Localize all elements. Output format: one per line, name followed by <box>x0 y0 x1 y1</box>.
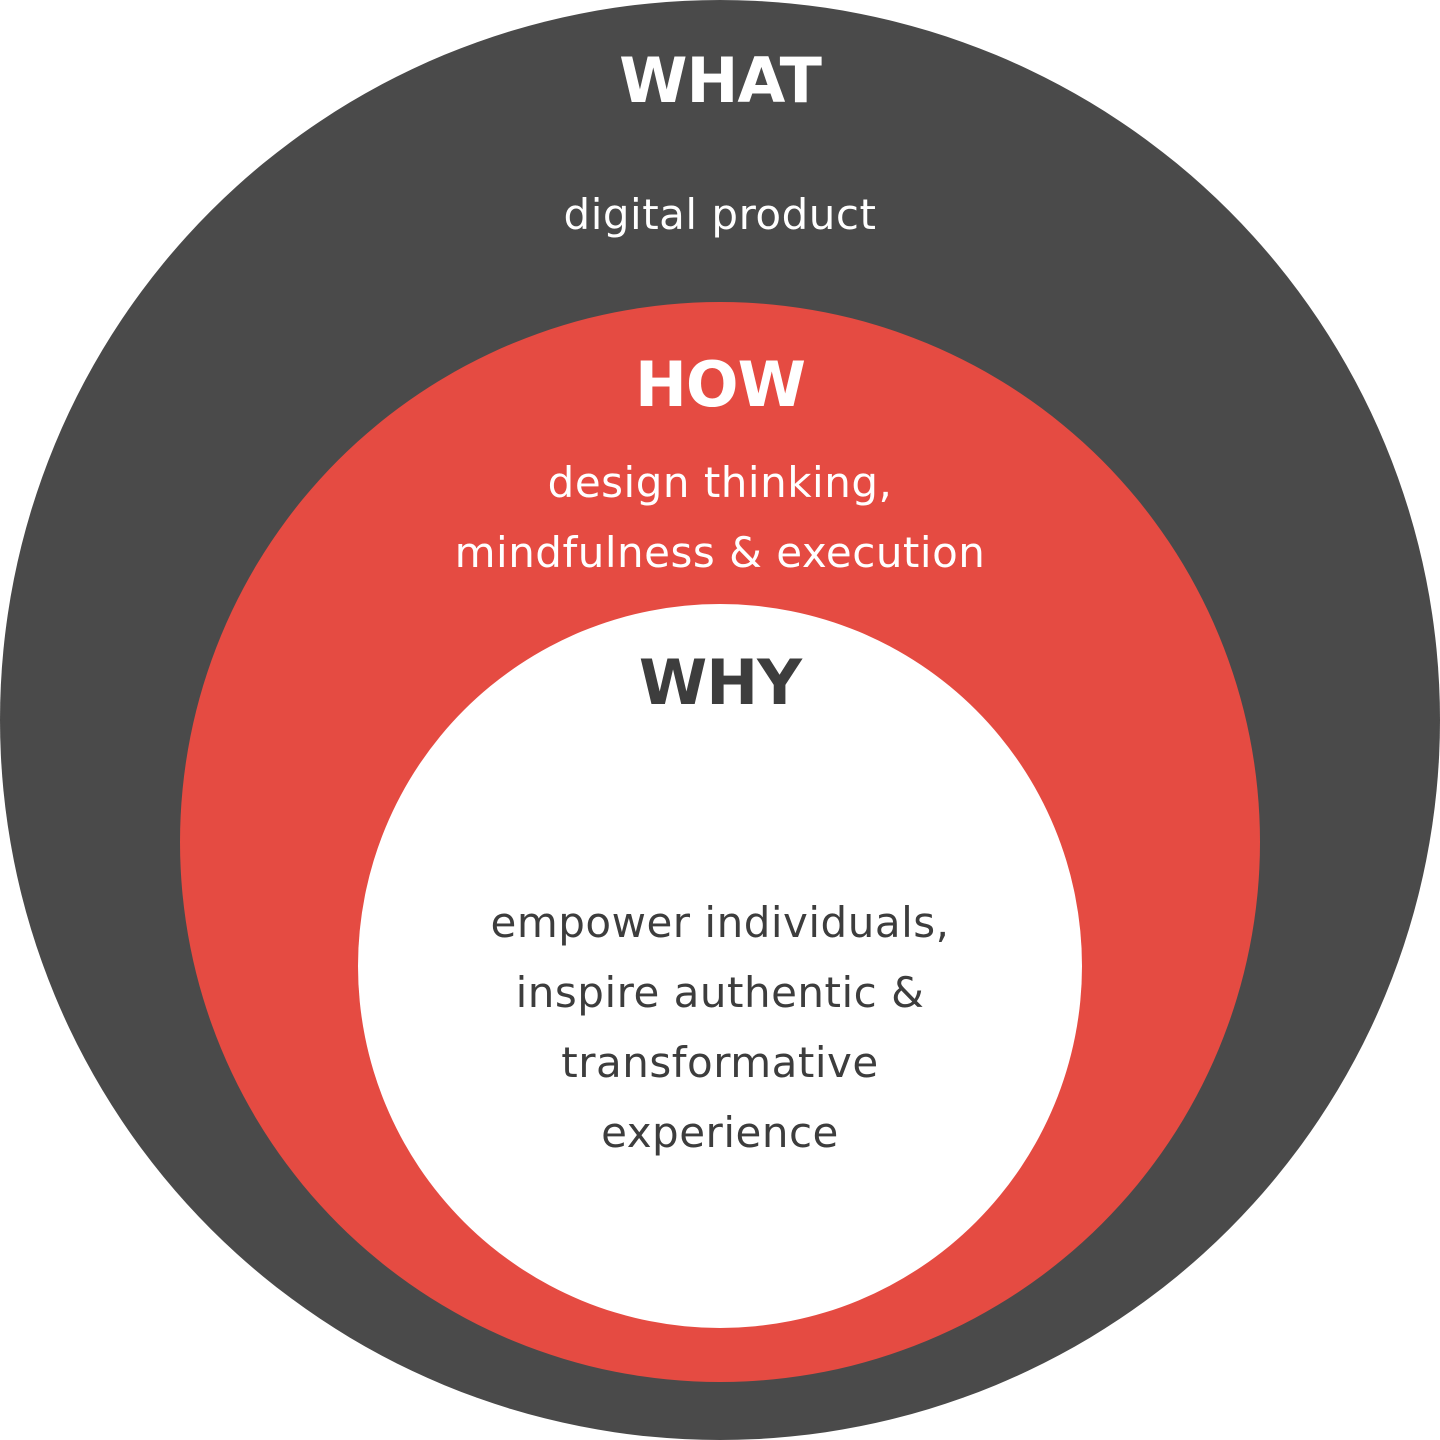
why-description-line: empower individuals, <box>490 898 950 947</box>
how-description-line: mindfulness & execution <box>454 528 986 577</box>
how-description-line: design thinking, <box>547 458 893 507</box>
what-title: WHAT <box>619 44 822 117</box>
why-circle <box>358 604 1082 1328</box>
why-description-line: inspire authentic & <box>515 968 925 1017</box>
what-description: digital product <box>0 180 1440 250</box>
why-description-line: transformative <box>561 1038 879 1087</box>
why-description-line: experience <box>601 1108 839 1157</box>
why-title: WHY <box>638 646 802 719</box>
why-description: empower individuals, inspire authentic &… <box>0 888 1440 1168</box>
how-description: design thinking, mindfulness & execution <box>0 448 1440 588</box>
what-description-line: digital product <box>563 190 877 239</box>
how-title: HOW <box>635 348 806 421</box>
